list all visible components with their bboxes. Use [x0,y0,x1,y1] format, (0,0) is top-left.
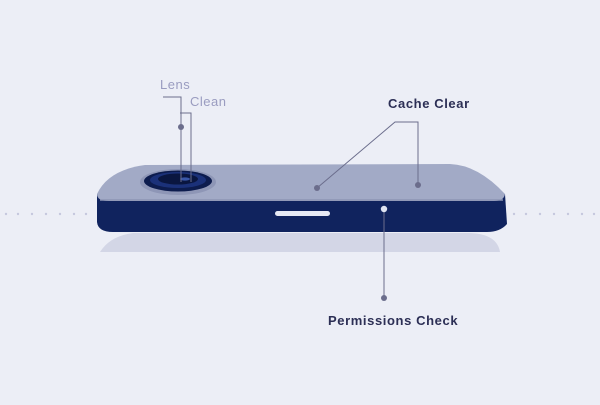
leader-lines [163,96,419,298]
camera-lens-icon [140,169,216,195]
charging-port [275,211,330,216]
permissions-check-label: Permissions Check [328,313,459,328]
left-dotted-guide [4,212,88,216]
right-dotted-guide [512,212,596,216]
anchor-dots [178,124,421,301]
lens-label: Lens [160,77,191,92]
cache-clear-label: Cache Clear [388,96,470,111]
clean-label: Clean [190,94,227,109]
phone-shadow [100,233,500,252]
